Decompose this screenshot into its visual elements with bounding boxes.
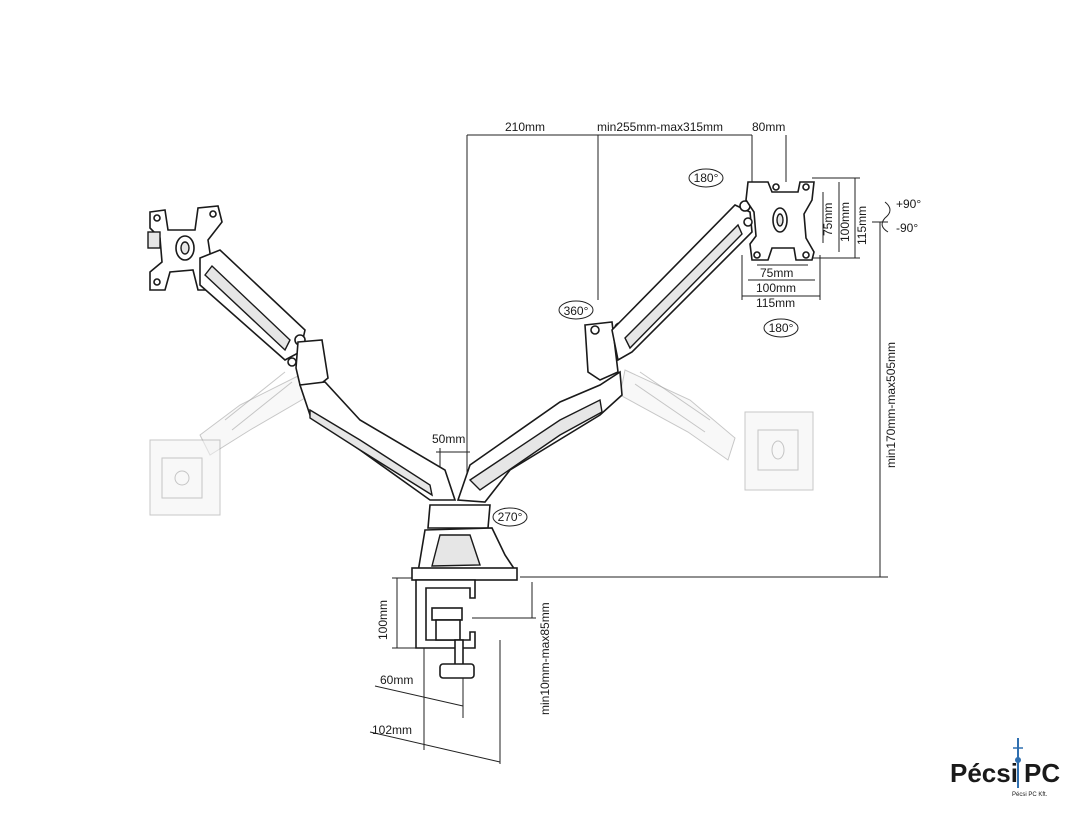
label-h-75mm: 75mm: [760, 266, 793, 280]
label-height-range: min170mm-max505mm: [884, 342, 898, 468]
right-arm-assembly: [456, 181, 815, 503]
rotation-callouts: 180° +90° -90° 360° 180° 270°: [492, 168, 921, 527]
label-h-115mm: 115mm: [756, 296, 795, 310]
label-80mm: 80mm: [752, 120, 785, 134]
rotation-180-top: 180°: [694, 171, 719, 185]
pole-and-clamp: [411, 504, 518, 679]
rotation-360: 360°: [564, 304, 589, 318]
label-102mm: 102mm: [372, 723, 412, 737]
label-h-100mm: 100mm: [756, 281, 796, 295]
logo-word-pc: PC: [1024, 758, 1060, 788]
tilt-up: +90°: [896, 197, 921, 211]
label-210mm: 210mm: [505, 120, 545, 134]
label-clamp-100mm: 100mm: [376, 600, 390, 640]
ghost-right-arm: [619, 369, 814, 491]
dimension-labels: 210mm min255mm-max315mm 80mm 75mm 100mm …: [372, 120, 898, 737]
ghost-left-arm: [149, 371, 306, 516]
left-arm-assembly: [147, 205, 457, 501]
label-60mm: 60mm: [380, 673, 413, 687]
rotation-270: 270°: [498, 510, 523, 524]
label-arm-reach: min255mm-max315mm: [597, 120, 723, 134]
label-v-115mm: 115mm: [855, 206, 869, 245]
rotation-180-bottom: 180°: [769, 321, 794, 335]
tilt-down: -90°: [896, 221, 918, 235]
label-v-100mm: 100mm: [838, 202, 852, 242]
label-v-75mm: 75mm: [821, 203, 835, 236]
logo-word-pecsi: Pécsi: [950, 758, 1018, 788]
pecsi-pc-logo: Pécsi PC Pécsi PC Kft.: [950, 738, 1060, 798]
logo-subtitle: Pécsi PC Kft.: [1012, 792, 1048, 798]
label-clamp-range: min10mm-max85mm: [538, 602, 552, 715]
label-50mm: 50mm: [432, 432, 465, 446]
